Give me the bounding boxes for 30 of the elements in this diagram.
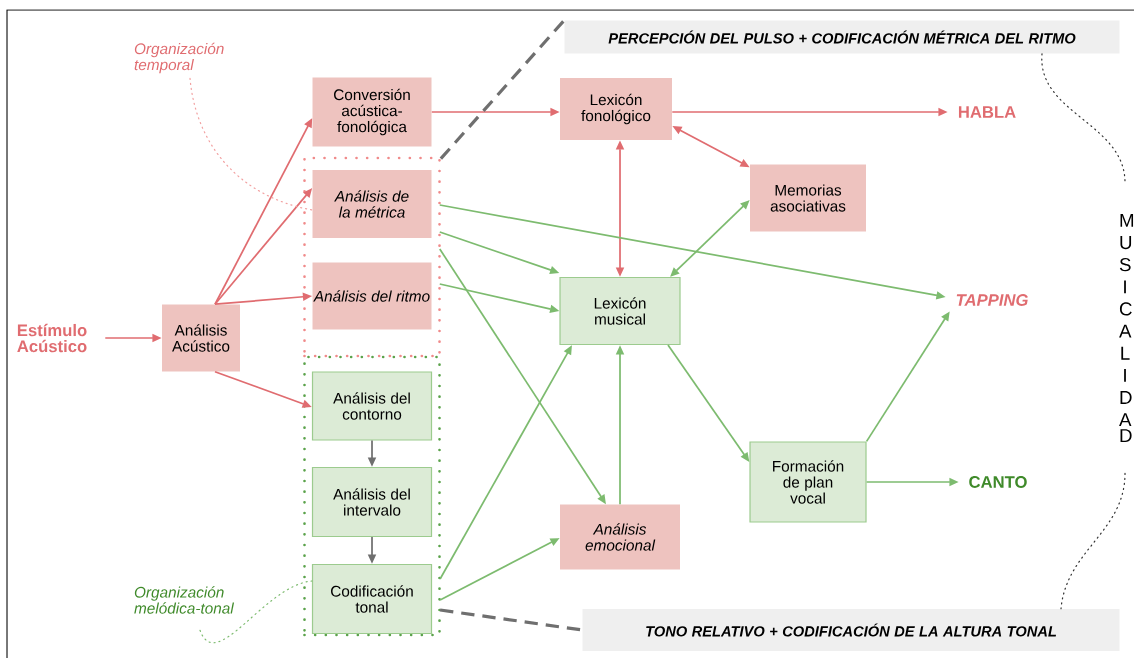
process-box: Análisis emocional <box>560 504 680 570</box>
connector-line <box>439 608 583 632</box>
process-box: Análisis del ritmo <box>312 262 432 330</box>
process-box: Análisis de la métrica <box>312 170 432 238</box>
process-box: Análisis del intervalo <box>311 466 433 538</box>
process-box: Codificación tonal <box>311 563 433 635</box>
process-box: Lexicón musical <box>559 276 681 346</box>
process-box: Lexicón fonológico <box>560 78 672 140</box>
process-box: Formación de plan vocal <box>749 441 867 523</box>
leader-line <box>1060 472 1126 610</box>
banner: TONO RELATIVO + CODIFICACIÓN DE LA ALTURA TONAL <box>582 609 1120 651</box>
annotation-text: Organización melódica-tonal <box>134 586 235 614</box>
output-label: Estímulo Acústico <box>17 323 87 353</box>
dotted-group-frame <box>303 156 441 358</box>
output-label: CANTO <box>969 476 1027 488</box>
dotted-group-frame <box>303 355 441 637</box>
leader-line <box>1041 53 1126 184</box>
output-label: HABLA <box>958 106 1016 118</box>
connector-line <box>439 19 566 160</box>
process-box: Análisis del contorno <box>311 371 433 441</box>
arrow <box>670 200 750 277</box>
leader-line <box>189 77 313 211</box>
process-box: Conversión acústica-fonológica <box>312 77 432 147</box>
process-box: Análisis Acústico <box>162 304 240 372</box>
vertical-text: MUSICALIDAD <box>1119 214 1134 443</box>
banner: PERCEPCIÓN DEL PULSO + CODIFICACIÓN MÉTRICA DEL RITMO <box>564 20 1120 54</box>
leader-line <box>199 580 313 644</box>
output-label: TAPPING <box>956 294 1028 306</box>
annotation-text: Organización temporal <box>134 42 224 74</box>
process-box: Memorias asociativas <box>750 164 866 232</box>
